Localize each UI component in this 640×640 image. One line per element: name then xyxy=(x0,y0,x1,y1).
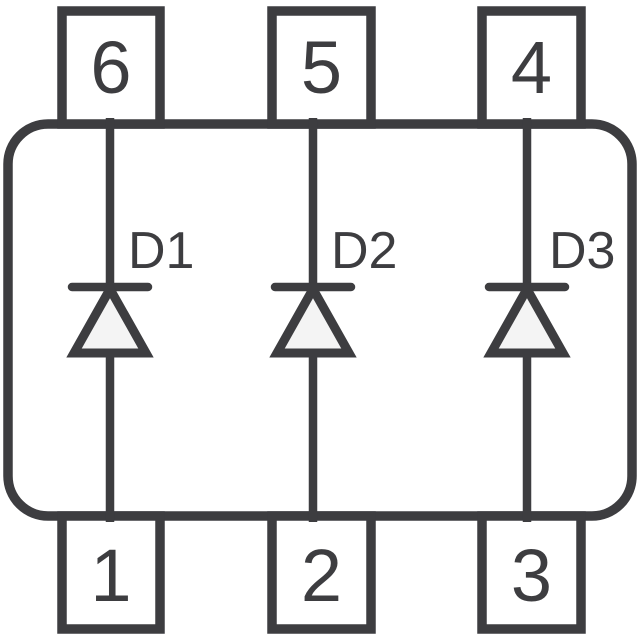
diode-label-D1: D1 xyxy=(128,222,194,280)
diode-triangle-D3 xyxy=(483,279,571,358)
pin-label-3: 3 xyxy=(511,534,552,617)
top-pin-row: 6 5 4 xyxy=(57,6,586,129)
pin-label-4: 4 xyxy=(511,26,552,109)
pin-box-1[interactable] xyxy=(57,511,165,634)
diode-label-row: D1 D2 D3 xyxy=(128,222,615,280)
diode-branches xyxy=(66,118,571,522)
diode-triangle-D1 xyxy=(66,279,154,358)
pin-label-1: 1 xyxy=(90,534,131,617)
pin-box-6[interactable] xyxy=(57,6,165,129)
pin-box-5[interactable] xyxy=(267,6,376,129)
diode-label-D3: D3 xyxy=(549,222,615,280)
pin-box-3[interactable] xyxy=(477,511,586,634)
pin-box-2[interactable] xyxy=(267,511,376,634)
pin-box-4[interactable] xyxy=(477,6,586,129)
bottom-pin-row: 1 2 3 xyxy=(57,511,586,634)
diode-triangle-D2 xyxy=(269,279,357,358)
pin-label-5: 5 xyxy=(301,26,342,109)
pin-label-6: 6 xyxy=(90,26,131,109)
diode-label-D2: D2 xyxy=(331,222,397,280)
pin-label-2: 2 xyxy=(301,534,342,617)
